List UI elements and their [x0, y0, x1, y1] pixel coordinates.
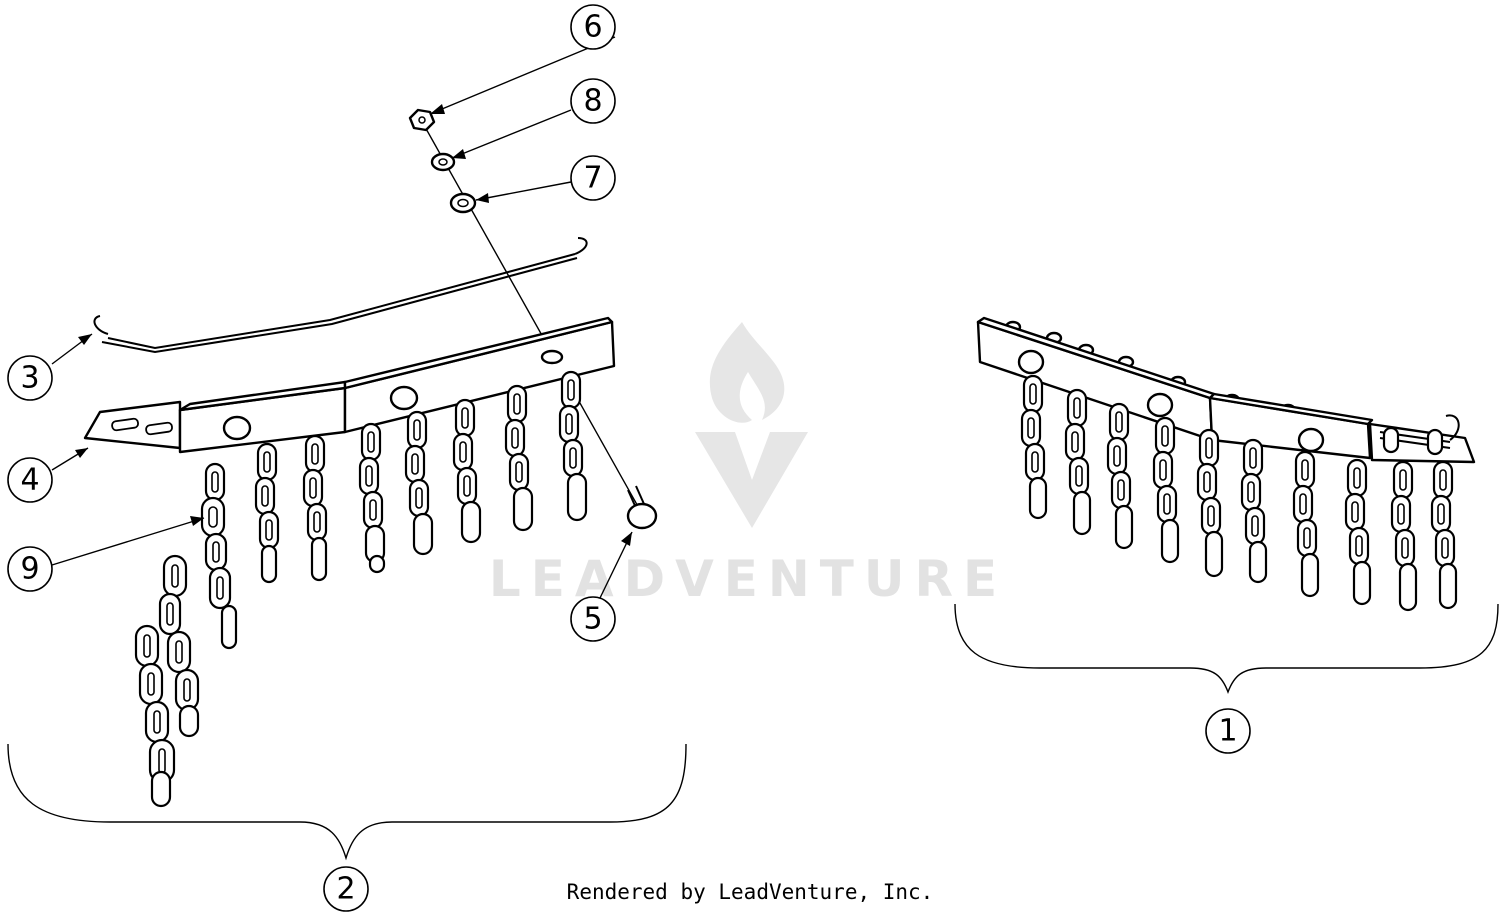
arrow-3 [78, 334, 92, 345]
chain-strand [1152, 416, 1180, 564]
lock-washer-part-8 [430, 152, 456, 172]
chain-strand [1344, 458, 1372, 606]
bolt-axis-line [419, 117, 641, 511]
bar-bolt-heads [222, 349, 564, 441]
chain-strand [1292, 450, 1320, 598]
chain-strand [358, 422, 386, 574]
chain-strands-part-9 [134, 370, 588, 808]
chain-strand-loose [200, 462, 238, 650]
brace-group-2 [7, 743, 687, 861]
chain-hook-loops [1382, 426, 1444, 456]
footer-credit: Rendered by LeadVenture, Inc. [566, 880, 934, 904]
bracket-part-4 [83, 400, 182, 450]
chain-strand-loose [158, 554, 200, 738]
chain-strand [504, 384, 534, 532]
assembled-bolt-heads [1017, 349, 1325, 453]
callout-7-label: 7 [583, 161, 602, 196]
arrow-9 [190, 516, 204, 526]
chain-strand [302, 434, 328, 582]
callout-9-label: 9 [20, 552, 39, 587]
chain-strand [1196, 428, 1224, 578]
leader-9 [51, 517, 205, 566]
callout-8: 8 [570, 78, 616, 124]
brace-group-1 [954, 603, 1499, 694]
chain-strand-loose [134, 624, 176, 808]
flat-washer-part-7 [449, 192, 477, 214]
flame-v-logo-icon [695, 322, 808, 528]
bolt-part-5 [626, 485, 658, 530]
callout-5-label: 5 [583, 602, 602, 637]
watermark-text: LEADVENTURE [489, 550, 1007, 608]
arrow-6 [430, 104, 445, 114]
callout-3: 3 [7, 355, 53, 401]
callout-6-label: 6 [583, 10, 602, 45]
nut-part-6 [408, 108, 436, 132]
callout-9: 9 [7, 546, 53, 592]
chain-strand [1390, 460, 1418, 612]
arrow-4 [75, 448, 88, 458]
chain-strand [1020, 374, 1048, 520]
leader-7 [475, 181, 572, 201]
rod-part-3 [93, 237, 588, 354]
chain-strand [452, 398, 482, 544]
chain-strand [1064, 388, 1092, 536]
chain-strand [1240, 438, 1268, 584]
callout-6: 6 [570, 4, 616, 50]
callout-5: 5 [570, 596, 616, 642]
callout-4: 4 [7, 457, 53, 503]
arrow-8 [452, 149, 466, 159]
leader-6 [429, 36, 616, 115]
arrow-7 [476, 193, 489, 203]
arrow-5 [621, 532, 632, 546]
chain-strand [1430, 460, 1458, 610]
callout-4-label: 4 [20, 463, 39, 498]
chain-strand [254, 442, 280, 584]
callout-7: 7 [570, 155, 616, 201]
callout-1-label: 1 [1218, 714, 1237, 749]
chain-strand [558, 370, 588, 522]
assembled-chain-strands [1020, 374, 1458, 612]
callout-3-label: 3 [20, 361, 39, 396]
watermark: LEADVENTURE [489, 322, 1007, 608]
chain-strand [404, 410, 434, 556]
chain-strand [1106, 402, 1134, 550]
callout-2: 2 [323, 866, 369, 912]
callout-8-label: 8 [583, 84, 602, 119]
right-assembled-assembly [954, 316, 1499, 694]
callout-1: 1 [1205, 708, 1251, 754]
left-exploded-assembly [7, 36, 687, 861]
callout-2-label: 2 [336, 872, 355, 907]
leader-8 [451, 109, 572, 159]
